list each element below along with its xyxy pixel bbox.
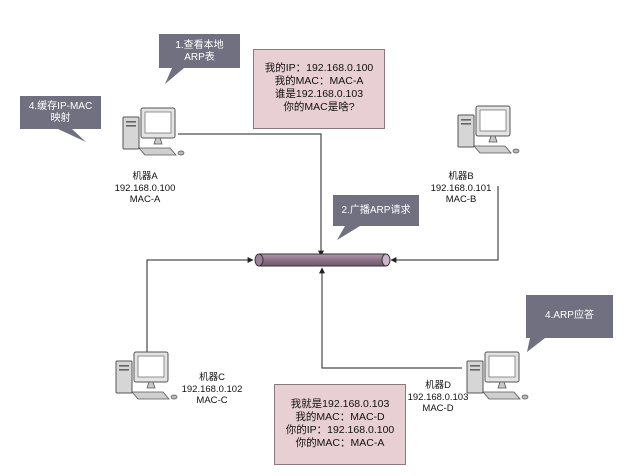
callout-broadcast-request: 2.广播ARP请求 — [333, 195, 419, 226]
machine-c-mac: MAC-C — [196, 395, 228, 406]
request-line-1: 我的IP：192.168.0.100 — [264, 62, 374, 74]
machine-a-mac: MAC-A — [129, 194, 161, 205]
callout-arp-reply: 4.ARP应答 — [526, 295, 613, 338]
machine-d-name: 机器D — [425, 380, 451, 391]
callout-query-arp-table: 1.查看本地 ARP表 — [159, 34, 240, 68]
computer-c-icon — [115, 351, 178, 400]
reply-line-2: 我的MAC：MAC-D — [295, 411, 385, 423]
callout-cache-line-1: 4.缓存IP-MAC — [28, 101, 93, 112]
computer-a-icon — [122, 107, 185, 156]
machine-a-label: 机器A 192.168.0.100 MAC-A — [105, 171, 185, 206]
reply-line-3: 你的IP：192.168.0.100 — [285, 424, 395, 436]
callout-broadcast-label: 2.广播ARP请求 — [341, 205, 411, 216]
connector-b-to-bus — [390, 186, 499, 263]
computer-b-icon — [457, 105, 520, 154]
machine-b-ip: 192.168.0.101 — [430, 182, 492, 194]
machine-d-mac: MAC-D — [422, 403, 454, 414]
reply-line-4: 你的MAC：MAC-A — [295, 437, 385, 449]
request-line-4: 你的MAC是啥? — [283, 101, 355, 113]
machine-d-label: 机器D 192.168.0.103 MAC-D — [398, 380, 478, 415]
callout-cache-mapping: 4.缓存IP-MAC 映射 — [20, 96, 101, 129]
connector-c-to-bus — [146, 257, 254, 352]
machine-c-ip: 192.168.0.102 — [181, 383, 243, 395]
callout-query-line-2: ARP表 — [184, 52, 215, 63]
callout-tail-broadcast — [337, 226, 360, 240]
callout-reply-label: 4.ARP应答 — [545, 310, 594, 321]
machine-b-mac: MAC-B — [445, 194, 477, 205]
request-line-2: 我的MAC：MAC-A — [274, 75, 364, 87]
machine-b-name: 机器B — [448, 171, 474, 182]
callout-tail-reply — [527, 338, 545, 352]
machine-b-label: 机器B 192.168.0.101 MAC-B — [421, 171, 501, 206]
broadcast-bus — [254, 253, 391, 267]
machine-a-ip: 192.168.0.100 — [114, 182, 176, 194]
machine-c-label: 机器C 192.168.0.102 MAC-C — [172, 372, 252, 407]
machine-a-name: 机器A — [132, 171, 158, 182]
reply-line-1: 我就是192.168.0.103 — [290, 398, 390, 410]
callout-cache-line-2: 映射 — [50, 113, 71, 124]
callout-tail-cache — [58, 129, 86, 142]
callout-query-line-1: 1.查看本地 — [175, 40, 224, 51]
callout-tail-query — [165, 68, 184, 84]
machine-d-ip: 192.168.0.103 — [407, 391, 469, 403]
connector-d-to-bus — [319, 267, 462, 369]
request-line-3: 谁是192.168.0.103 — [274, 88, 364, 100]
arp-reply-note: 我就是192.168.0.103 我的MAC：MAC-D 你的IP：192.16… — [274, 384, 406, 465]
connector-a-to-bus — [178, 133, 324, 257]
machine-c-name: 机器C — [199, 372, 225, 383]
arp-request-note: 我的IP：192.168.0.100 我的MAC：MAC-A 谁是192.168… — [253, 49, 385, 129]
